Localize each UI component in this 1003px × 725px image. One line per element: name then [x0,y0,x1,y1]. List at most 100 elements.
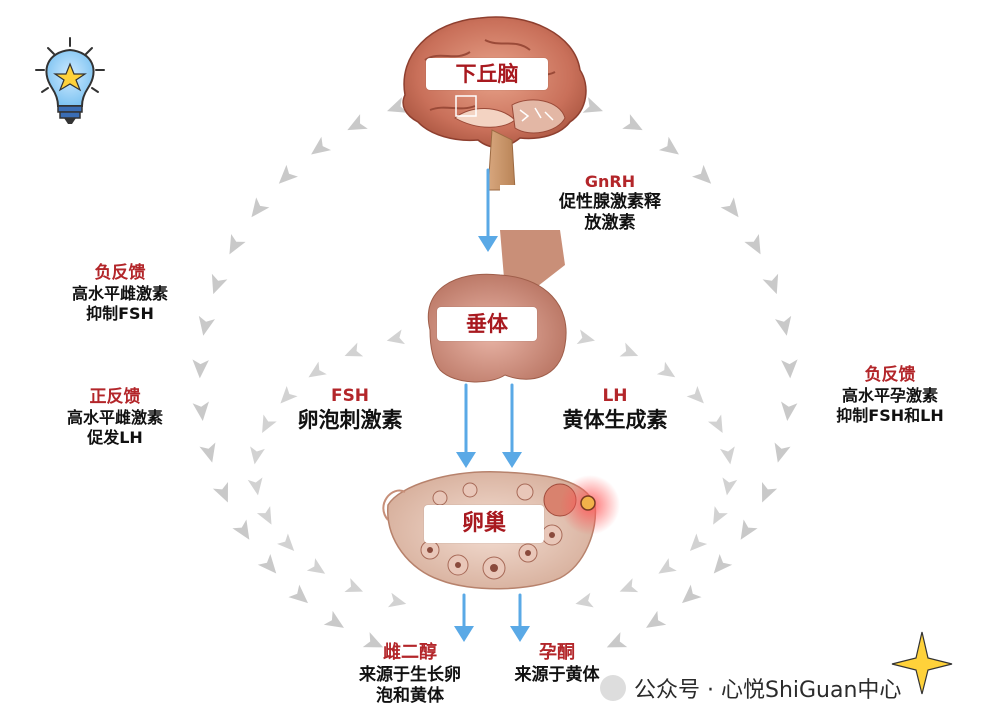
feedback-chevron [192,359,209,379]
fsh-title: FSH [330,386,370,406]
left-positive-title: 正反馈 [89,387,141,407]
feedback-chevron [622,114,643,131]
feedback-chevron [280,385,298,404]
left-negative-title: 负反馈 [94,263,146,283]
feedback-chevron [278,164,298,184]
left-negative-feedback: 负反馈 高水平雌激素 抑制FSH [45,263,195,324]
brain-illustration [402,16,587,191]
feedback-chevron [387,97,408,113]
feedback-chevron [658,136,679,155]
left-positive-feedback: 正反馈 高水平雌激素 促发LH [40,387,190,448]
right-negative-line2: 抑制FSH和LH [836,406,944,426]
feedback-chevron [619,342,639,357]
estradiol-title: 雌二醇 [383,642,437,663]
right-negative-line1: 高水平孕激素 [841,386,938,406]
feedback-arrows-left-outer [192,97,408,648]
feedback-chevron [713,506,728,525]
feedback-chevron [344,578,364,593]
feedback-chevron [306,558,326,574]
lightbulb-star-icon [35,37,105,124]
left-negative-line2: 抑制FSH [86,304,154,324]
feedback-chevron [229,233,246,255]
watermark: 公众号 · 心悦ShiGuan中心 [600,668,995,708]
fsh-desc: 卵泡刺激素 [297,408,403,433]
feedback-chevron [288,584,309,604]
lh-desc: 黄体生成素 [562,408,668,433]
feedback-chevron [199,442,216,463]
feedback-chevron [619,578,639,593]
feedback-chevron [762,482,778,503]
feedback-chevron [211,273,228,295]
fsh-annotation: FSH 卵泡刺激素 [270,386,430,434]
feedback-chevron [720,446,735,465]
blue-arrowheads [454,236,530,642]
progesterone-annotation: 孕酮 来源于黄体 [492,642,622,686]
feedback-chevron [582,97,603,113]
pituitary-illustration [427,230,567,383]
feedback-chevron [256,506,272,525]
feedback-chevron [656,361,676,378]
feedback-chevron [781,401,798,421]
feedback-chevron [681,584,702,604]
feedback-chevron [323,610,344,628]
hypothalamus-label: 下丘脑 [426,58,548,90]
estradiol-line2: 泡和黄体 [376,685,444,706]
blue-arrows [462,168,522,634]
progesterone-title: 孕酮 [539,642,575,663]
feedback-chevron [198,315,215,336]
right-negative-title: 负反馈 [864,365,916,385]
feedback-chevron [347,114,368,131]
feedback-chevron [692,164,712,184]
feedback-chevron [689,533,708,551]
gnrh-annotation: GnRH 促性腺激素释 放激素 [540,172,680,235]
feedback-chevron [686,385,704,404]
feedback-chevron [362,632,384,648]
feedback-chevron [658,558,677,574]
feedback-chevron [344,342,364,357]
estradiol-line1: 来源于生长卵 [359,664,461,685]
ovary-label: 卵巢 [424,505,544,543]
feedback-chevron [576,329,595,345]
feedback-chevron [192,401,209,421]
gnrh-title: GnRH [584,172,636,191]
left-negative-line1: 高水平雌激素 [71,284,168,304]
feedback-chevron [247,477,263,496]
feedback-chevron [781,359,798,379]
progesterone-line1: 来源于黄体 [514,664,600,685]
feedback-chevron [762,273,779,295]
feedback-chevron [212,482,228,503]
feedback-chevron [774,442,791,463]
left-positive-line2: 促发LH [87,428,143,448]
feedback-chevron [311,136,332,155]
gnrh-line2: 放激素 [584,213,636,234]
feedback-chevron [646,610,667,628]
lh-title: LH [602,386,628,406]
feedback-chevron [707,414,723,433]
feedback-arrows-left-inner [247,329,407,608]
feedback-arrows-right-inner [575,329,738,608]
lh-annotation: LH 黄体生成素 [535,386,695,434]
feedback-chevron [387,592,407,608]
feedback-chevron [775,315,792,336]
sparkle-star-icon [891,631,953,695]
right-negative-feedback: 负反馈 高水平孕激素 抑制FSH和LH [815,365,965,426]
feedback-chevron [257,553,277,574]
estradiol-annotation: 雌二醇 来源于生长卵 泡和黄体 [335,642,485,707]
feedback-chevron [386,329,406,345]
feedback-chevron [277,533,295,552]
pituitary-label: 垂体 [437,307,537,341]
feedback-arrows-right-outer [582,97,798,648]
watermark-text: 公众号 · 心悦ShiGuan中心 [634,678,902,703]
feedback-chevron [250,446,265,465]
feedback-chevron [575,592,594,608]
feedback-chevron [740,519,758,540]
gnrh-line1: 促性腺激素释 [559,192,661,212]
feedback-chevron [606,632,628,648]
feedback-chevron [744,233,761,255]
feedback-chevron [262,414,277,434]
left-positive-line1: 高水平雌激素 [66,408,163,428]
feedback-chevron [232,519,250,540]
wechat-account-icon [600,675,626,701]
feedback-chevron [722,477,738,496]
